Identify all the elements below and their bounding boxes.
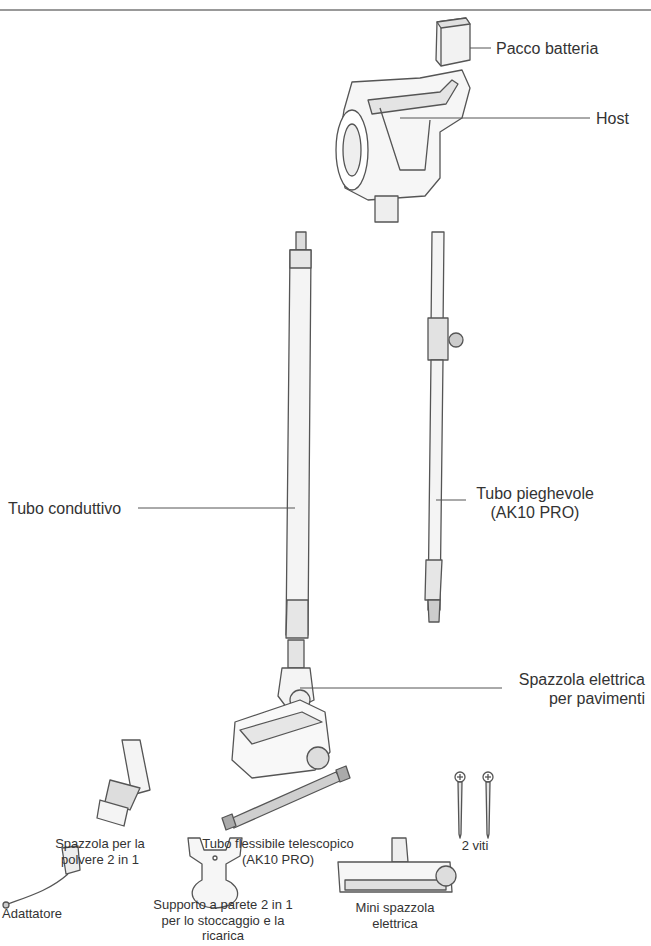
part-label: Tubo conduttivo xyxy=(8,499,138,518)
part-label: Pacco batteria xyxy=(496,39,646,58)
part-label: Spazzola elettrica per pavimenti xyxy=(500,670,645,708)
part-label: Tubo pieghevole (AK10 PRO) xyxy=(470,484,600,522)
accessory-label: Tubo flessibile telescopico (AK10 PRO) xyxy=(188,836,368,867)
accessory-label: 2 viti xyxy=(440,838,510,854)
accessory-label: Supporto a parete 2 in 1 per lo stoccagg… xyxy=(148,897,298,944)
part-label: Host xyxy=(596,109,646,128)
accessory-label: Mini spazzola elettrica xyxy=(345,900,445,931)
accessory-label: Spazzola per la polvere 2 in 1 xyxy=(44,836,156,867)
accessory-label: Adattatore xyxy=(2,906,88,922)
